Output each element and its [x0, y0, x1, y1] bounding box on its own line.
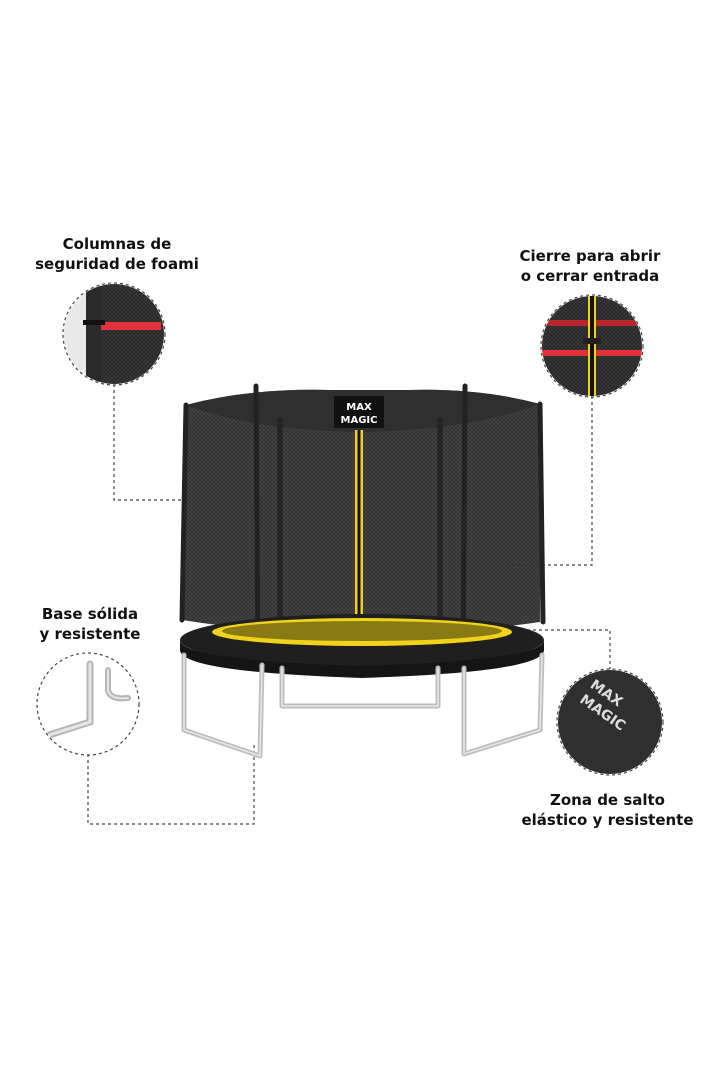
callout-zipper-line2: o cerrar entrada [520, 267, 660, 285]
callout-columns-line1: Columnas de [62, 235, 172, 253]
callout-zone-line1: Zona de salto [549, 791, 665, 809]
callout-columns-line2: seguridad de foami [35, 255, 199, 273]
trampoline: MAX MAGIC [179, 383, 546, 759]
zipper-detail-icon [540, 294, 644, 398]
callout-zipper-label: Cierre para abrir o cerrar entrada [505, 246, 675, 286]
callout-leader-lines [87, 384, 611, 825]
jump-mat-detail-icon: MAX MAGIC [556, 668, 664, 776]
leg-detail-icon [36, 652, 140, 756]
callout-zone-label: Zona de salto elástico y resistente [510, 790, 705, 830]
callout-base-line2: y resistente [39, 625, 141, 643]
callout-zone-line2: elástico y resistente [521, 811, 694, 829]
brand-line2: MAGIC [341, 415, 378, 426]
callout-base-label: Base sólida y resistente [20, 604, 160, 644]
callout-columns-label: Columnas de seguridad de foami [32, 234, 202, 274]
callout-base-line1: Base sólida [41, 605, 139, 623]
foam-pole-detail-icon [62, 282, 166, 386]
brand-line1: MAX [346, 402, 372, 413]
callout-zipper-line1: Cierre para abrir [519, 247, 661, 265]
brand-tag [334, 396, 384, 428]
